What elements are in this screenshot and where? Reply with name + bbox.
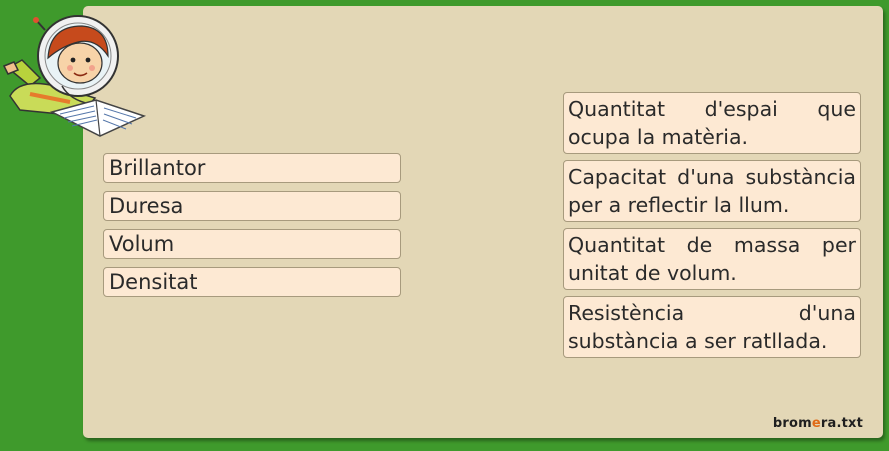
definition-card[interactable]: Capacitat d'una substància per a reflect… bbox=[563, 160, 861, 222]
term-card[interactable]: Volum bbox=[103, 229, 401, 259]
bromera-logo: bromera.txt bbox=[773, 416, 863, 431]
activity-panel bbox=[83, 6, 883, 438]
term-card[interactable]: Densitat bbox=[103, 267, 401, 297]
term-card[interactable]: Duresa bbox=[103, 191, 401, 221]
definition-card[interactable]: Resistència d'una substància a ser ratll… bbox=[563, 296, 861, 358]
definition-card[interactable]: Quantitat d'espai que ocupa la matèria. bbox=[563, 92, 861, 154]
astronaut-girl-reading-icon bbox=[2, 15, 147, 137]
term-card[interactable]: Brillantor bbox=[103, 153, 401, 183]
logo-text-start: brom bbox=[772, 416, 812, 431]
definition-card[interactable]: Quantitat de massa per unitat de volum. bbox=[563, 228, 861, 290]
logo-text-accent: e bbox=[811, 416, 821, 431]
logo-text-end: ra.txt bbox=[820, 416, 863, 431]
